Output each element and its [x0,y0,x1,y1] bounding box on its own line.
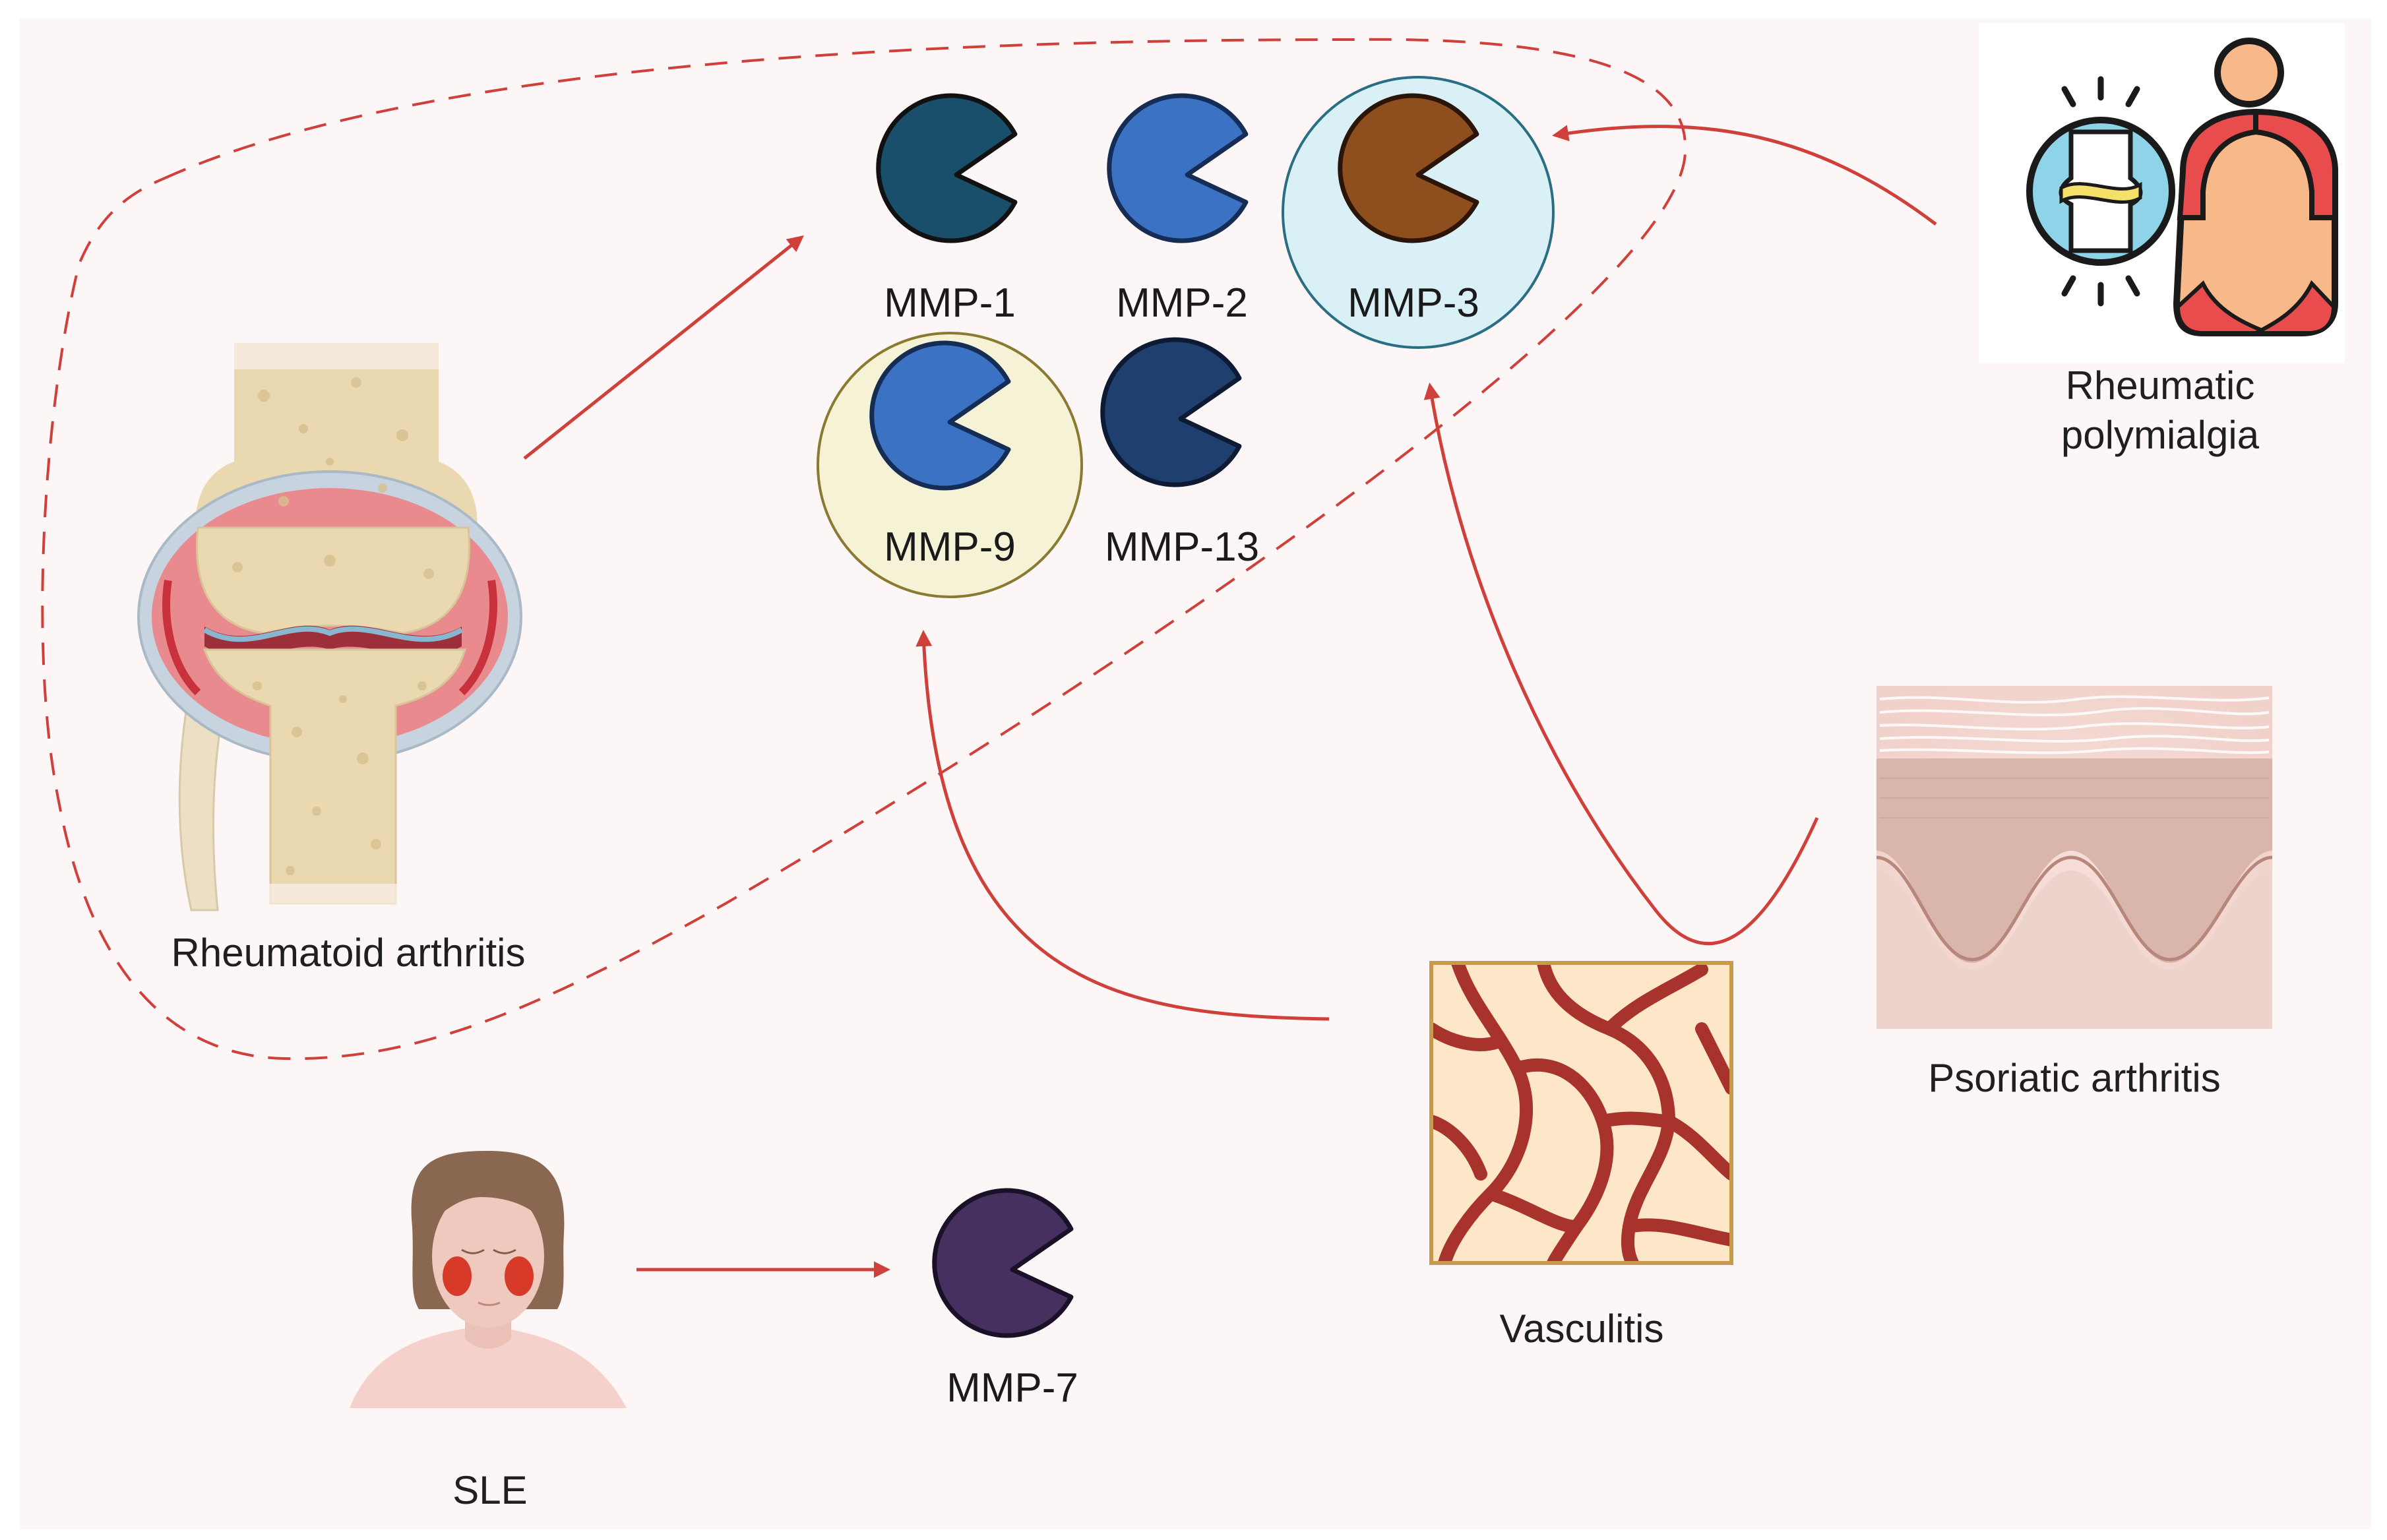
arrow-vasculitis-to-mmp9 [915,630,1330,1021]
label-sle: SLE [452,1468,527,1512]
label-vasculitis: Vasculitis [1500,1307,1664,1351]
mmp3-pacman-icon [1338,93,1479,243]
knee-joint-icon [137,330,522,917]
patient-shoulder-pain-icon [2026,38,2338,336]
mmp2-pacman-icon [1107,93,1249,243]
mmp9-pacman-icon [869,340,1011,491]
ra-dashed-boundary [41,38,1687,1061]
mmp1-label: MMP-1 [884,280,1016,326]
mmp9-label: MMP-9 [884,524,1016,570]
arrow-ra-to-mmps [523,235,804,460]
label-psoriatic-arthritis: Psoriatic arthritis [1928,1056,2220,1100]
label-rheumatic-line2: polymialgia [2061,413,2260,457]
woman-butterfly-rash-icon [350,1151,627,1408]
label-rheumatic-line1: Rheumatic [2066,363,2255,408]
label-rheumatoid-arthritis: Rheumatoid arthritis [171,931,526,975]
mmp13-label: MMP-13 [1105,524,1259,570]
mmp7-label: MMP-7 [946,1365,1078,1411]
skin-layer-icon [1876,686,2272,1029]
enzyme-mmp3: MMP-3 [1282,76,1555,349]
blood-vessel-network-icon [1429,961,1733,1265]
enzyme-mmp13: MMP-13 [1100,337,1259,570]
mmp3-label: MMP-3 [1348,280,1479,326]
arrow-psoriatic-to-mmp3 [1423,383,1819,946]
enzyme-mmp9: MMP-9 [817,332,1083,598]
mmp2-label: MMP-2 [1116,280,1248,326]
arrows [523,125,1937,1278]
arrow-polymialgia-to-mmp3 [1552,125,1937,226]
mmp7-pacman-icon [932,1188,1074,1338]
mmp13-pacman-icon [1100,337,1242,487]
enzyme-mmp7: MMP-7 [932,1188,1078,1411]
enzyme-mmp1: MMP-1 [876,93,1018,326]
enzyme-mmp2: MMP-2 [1107,93,1249,326]
mmp1-pacman-icon [876,93,1018,243]
